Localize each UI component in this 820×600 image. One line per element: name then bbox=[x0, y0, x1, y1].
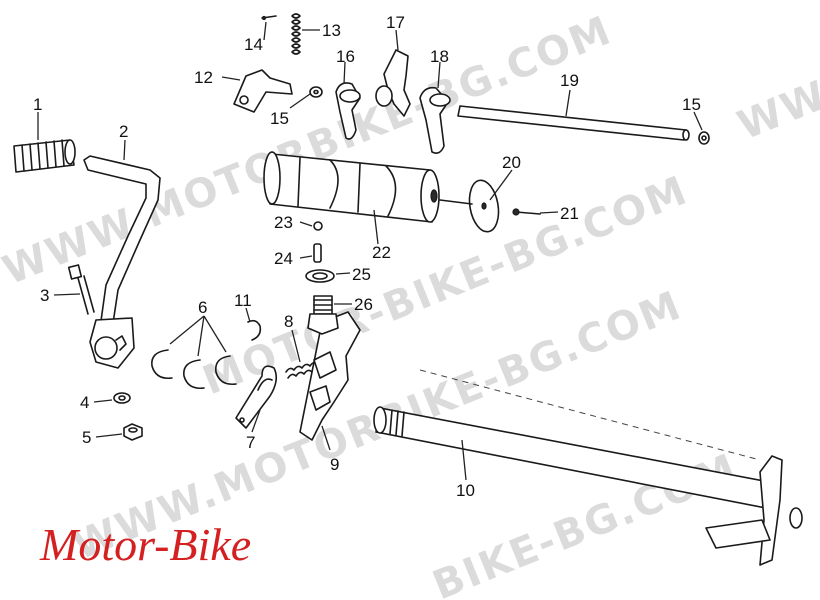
callout-23: 23 bbox=[274, 213, 293, 232]
part-shift-lever bbox=[83, 155, 161, 369]
callout-24: 24 bbox=[274, 249, 293, 268]
callout-3: 3 bbox=[40, 286, 49, 305]
part-washer-small bbox=[113, 392, 131, 404]
part-foot-rubber bbox=[13, 139, 76, 173]
part-washer-15-right bbox=[698, 131, 710, 145]
part-nut bbox=[123, 423, 143, 441]
callout-10: 10 bbox=[456, 481, 475, 500]
callout-26: 26 bbox=[354, 295, 373, 314]
part-shift-fork-16 bbox=[335, 82, 361, 140]
callout-22: 22 bbox=[372, 243, 391, 262]
part-fork-shaft bbox=[457, 105, 690, 141]
part-shift-drum bbox=[263, 151, 440, 223]
watermark-text-right: WWW.M bbox=[732, 34, 820, 149]
callout-5: 5 bbox=[82, 428, 91, 447]
callout-4: 4 bbox=[80, 393, 89, 412]
callout-16: 16 bbox=[336, 47, 355, 66]
brand-logo-text: Motor-Bike bbox=[39, 519, 251, 570]
part-clip bbox=[247, 319, 262, 341]
part-spring-top bbox=[291, 13, 301, 55]
callout-19: 19 bbox=[560, 71, 579, 90]
callout-2: 2 bbox=[119, 122, 128, 141]
callout-12: 12 bbox=[194, 68, 213, 87]
part-claw-plate bbox=[235, 365, 278, 429]
part-detent-pin bbox=[313, 243, 322, 263]
callout-14: 14 bbox=[244, 35, 263, 54]
part-pin bbox=[261, 15, 277, 21]
callout-21: 21 bbox=[560, 204, 579, 223]
callout-13: 13 bbox=[322, 21, 341, 40]
callout-11: 11 bbox=[234, 291, 252, 310]
callout-8: 8 bbox=[284, 312, 293, 331]
part-shift-fork-18 bbox=[419, 86, 451, 154]
callout-1: 1 bbox=[33, 95, 42, 114]
callout-15-left: 15 bbox=[270, 109, 289, 128]
part-shift-shaft bbox=[373, 369, 803, 566]
part-washer-15-left bbox=[309, 86, 323, 98]
part-disc bbox=[439, 179, 500, 233]
callout-25: 25 bbox=[352, 265, 371, 284]
callout-20: 20 bbox=[502, 153, 521, 172]
callout-18: 18 bbox=[430, 47, 449, 66]
leader-lines bbox=[37, 21, 703, 481]
callout-labels: 1 2 3 4 5 6 7 8 9 10 11 12 13 14 15 15 1… bbox=[33, 13, 701, 500]
part-shift-fork-17 bbox=[375, 49, 411, 117]
part-bolt bbox=[67, 264, 95, 315]
part-washer-large bbox=[305, 269, 335, 283]
part-screw bbox=[512, 208, 541, 216]
callout-17: 17 bbox=[386, 13, 405, 32]
part-circlips bbox=[151, 349, 237, 390]
part-stopper-arm bbox=[233, 69, 293, 113]
part-ball bbox=[313, 221, 323, 231]
callout-6: 6 bbox=[198, 298, 207, 317]
part-plug-bolt bbox=[307, 295, 339, 335]
callout-7: 7 bbox=[246, 433, 255, 452]
callout-9: 9 bbox=[330, 455, 339, 474]
callout-15-right: 15 bbox=[682, 95, 701, 114]
